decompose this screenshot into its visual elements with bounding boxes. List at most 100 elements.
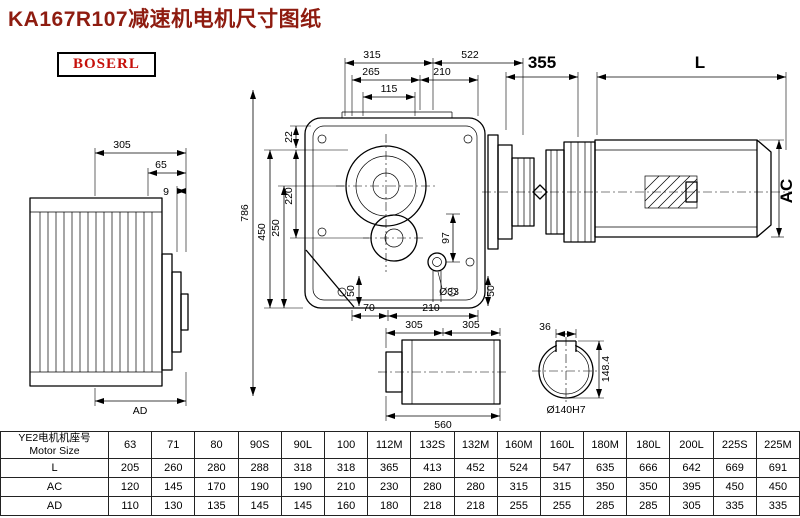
output-shaft-view: 305 305 560 <box>378 319 508 431</box>
table-cell: 365 <box>367 458 412 478</box>
dim-front-315: 315 <box>363 49 381 61</box>
table-cell: 666 <box>626 458 671 478</box>
table-cell: 180 <box>367 496 412 516</box>
dim-section-148: 148.4 <box>600 356 612 382</box>
row-label: L <box>0 458 109 478</box>
table-cell: 230 <box>367 477 412 497</box>
table-cell: 288 <box>237 458 282 478</box>
motor-size-column-header: 225M <box>755 431 800 459</box>
dim-motor-L: L <box>695 53 705 72</box>
table-cell: 635 <box>583 458 628 478</box>
reducer-side-view: 305 65 9 AD <box>29 139 189 417</box>
table-cell: 160 <box>323 496 369 516</box>
dim-front-450: 450 <box>256 223 268 241</box>
table-cell: 285 <box>626 496 671 516</box>
table-cell: 218 <box>453 496 498 516</box>
dim-front-210-top: 210 <box>433 66 451 78</box>
dim-front-22: 22 <box>283 131 295 143</box>
motor-size-column-header: 160L <box>539 431 585 459</box>
table-cell: 145 <box>237 496 282 516</box>
table-cell: 642 <box>669 458 714 478</box>
page-title: KA167R107减速机电机尺寸图纸 <box>8 8 322 31</box>
shaft-end-circle <box>427 252 447 272</box>
table-cell: 305 <box>669 496 714 516</box>
row-label: AD <box>0 496 109 516</box>
table-cell: 145 <box>280 496 325 516</box>
motor-size-column-header: 132S <box>410 431 455 459</box>
dim-front-115: 115 <box>381 83 398 95</box>
motor-size-column-header: 80 <box>194 431 239 459</box>
table-cell: 120 <box>107 477 153 497</box>
reducer-front-view: 315 522 265 210 115 786 450 250 22 <box>239 49 524 396</box>
dim-front-220: 220 <box>283 187 295 205</box>
table-cell: 145 <box>151 477 196 497</box>
motor-size-column-header: 200L <box>669 431 714 459</box>
dim-shaft-305-right: 305 <box>462 319 480 331</box>
table-cell: 315 <box>539 477 585 497</box>
table-cell: 280 <box>410 477 455 497</box>
motor-size-column-header: 180M <box>583 431 628 459</box>
motor-size-column-header: 63 <box>107 431 153 459</box>
table-cell: 255 <box>539 496 585 516</box>
dim-shaft-560: 560 <box>434 419 452 431</box>
table-cell: 190 <box>280 477 325 497</box>
table-cell: 130 <box>151 496 196 516</box>
table-cell: 524 <box>496 458 541 478</box>
motor-size-column-header: 225S <box>712 431 757 459</box>
dim-shaft-305-left: 305 <box>405 319 423 331</box>
motor-size-column-header: 160M <box>496 431 541 459</box>
table-cell: 669 <box>712 458 757 478</box>
table-cell: 110 <box>107 496 153 516</box>
table-cell: 315 <box>496 477 541 497</box>
table-cell: 335 <box>712 496 757 516</box>
dim-side-305: 305 <box>113 139 131 151</box>
dim-motor-AC: AC <box>777 179 796 204</box>
table-cell: 260 <box>151 458 196 478</box>
motor-size-column-header: 112M <box>367 431 412 459</box>
dim-front-d33: Ø33 <box>439 286 459 298</box>
table-cell: 170 <box>194 477 239 497</box>
table-cell: 318 <box>323 458 369 478</box>
dim-section-36: 36 <box>539 321 551 333</box>
dim-front-70: 70 <box>363 302 375 314</box>
dim-front-50-right: 50 <box>485 285 497 297</box>
table-cell: 190 <box>237 477 282 497</box>
boserl-logo: BOSERL <box>57 52 156 77</box>
table-cell: 285 <box>583 496 628 516</box>
table-cell: 280 <box>194 458 239 478</box>
table-cell: 135 <box>194 496 239 516</box>
shaft-end-diamond <box>532 184 548 200</box>
table-cell: 450 <box>755 477 800 497</box>
row-label: AC <box>0 477 109 497</box>
table-cell: 547 <box>539 458 585 478</box>
dim-motor-355: 355 <box>528 53 556 72</box>
dim-section-d140: Ø140H7 <box>546 404 585 416</box>
motor-size-column-header: 71 <box>151 431 196 459</box>
dim-front-210-bottom: 210 <box>422 302 440 314</box>
technical-drawing: 305 65 9 AD <box>29 49 796 431</box>
dim-front-97: 97 <box>440 232 452 244</box>
dim-front-786: 786 <box>239 204 251 222</box>
table-cell: 255 <box>496 496 541 516</box>
table-cell: 691 <box>755 458 800 478</box>
motor-size-column-header: 100 <box>323 431 369 459</box>
motor-size-column-header: 132M <box>453 431 498 459</box>
dim-front-522: 522 <box>461 49 479 61</box>
table-cell: 450 <box>712 477 757 497</box>
motor-body <box>594 139 758 238</box>
table-cell: 205 <box>107 458 153 478</box>
motor-size-column-header: 90S <box>237 431 282 459</box>
dim-side-9: 9 <box>163 186 169 198</box>
dim-front-50-left: 50 <box>345 285 357 297</box>
dim-side-65: 65 <box>155 159 167 171</box>
table-cell: 318 <box>280 458 325 478</box>
table-cell: 413 <box>410 458 455 478</box>
table-cell: 218 <box>410 496 455 516</box>
dim-front-250: 250 <box>270 219 282 237</box>
